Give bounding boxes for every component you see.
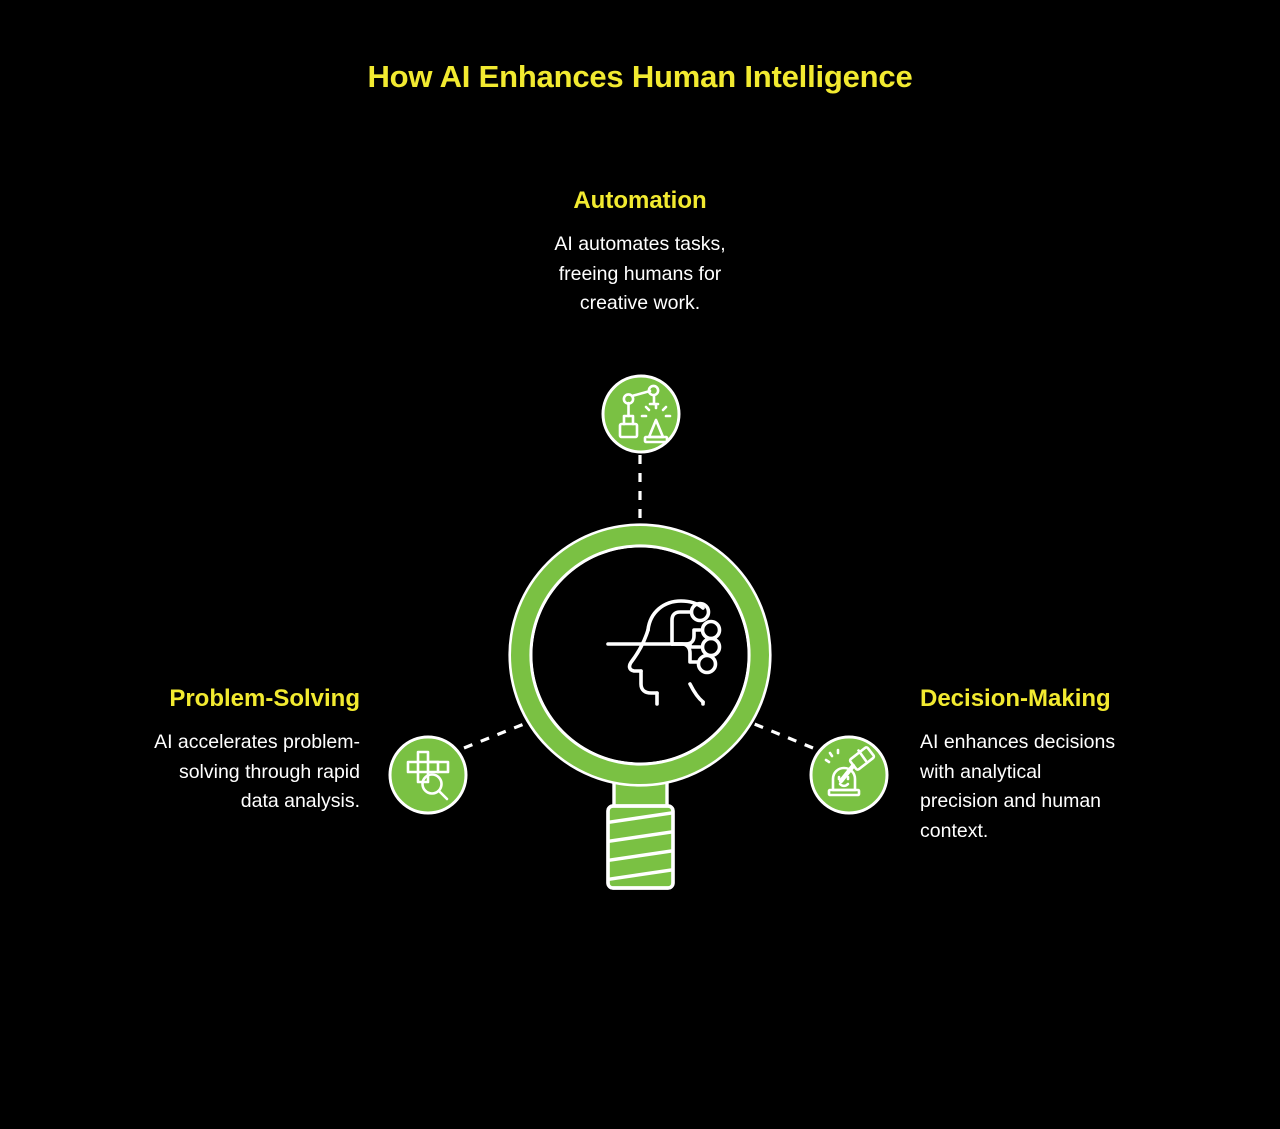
magnifier-ring-band [511,526,769,784]
node-body-problem-solving: AI accelerates problem- solving through … [154,731,360,813]
node-block-decision-making: Decision-Making AI enhances decisions wi… [920,684,1220,847]
puzzle-search-icon [406,750,450,801]
connector-lines [463,455,814,750]
magnifier-lens [532,547,748,763]
magnifier-handle-grip [606,804,675,890]
node-icon-decision-making[interactable] [809,735,889,815]
node-heading-automation: Automation [573,187,707,214]
magnifier-ring-outer-edge [508,523,772,787]
ai-head-circuit-icon [606,599,722,706]
connector-right [729,712,814,750]
magnifying-glass [508,523,772,890]
magnifier-ring-inner-edge [529,544,751,766]
node-body-automation: AI automates tasks, freeing humans for c… [554,233,726,315]
node-circle-decision-making[interactable] [809,735,889,815]
node-block-automation: Automation AI automates tasks, freeing h… [455,186,825,319]
magnifier-handle-neck [612,775,669,813]
node-block-problem-solving: Problem-Solving AI accelerates problem- … [44,684,360,817]
node-heading-decision-making: Decision-Making [920,685,1111,712]
node-heading-problem-solving: Problem-Solving [169,685,360,712]
page-title: How AI Enhances Human Intelligence [367,59,913,94]
connector-left [463,712,550,750]
node-body-decision-making: AI enhances decisions with analytical pr… [920,731,1116,842]
gavel-icon [824,746,876,797]
node-icon-automation[interactable] [601,374,681,454]
robotic-arm-icon [618,384,672,444]
node-icon-problem-solving[interactable] [388,735,468,815]
